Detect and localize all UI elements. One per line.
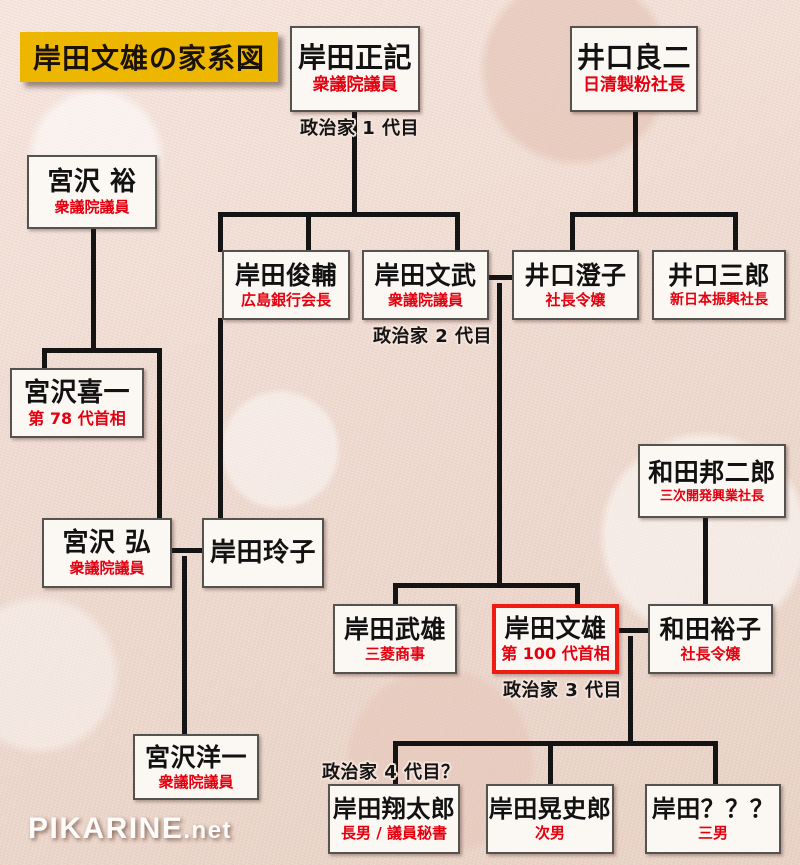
person-subtitle: 新日本振興社長 bbox=[670, 292, 768, 308]
person-kishida-koshiro[interactable]: 岸田晃史郎 次男 bbox=[486, 784, 614, 854]
person-kishida-reiko[interactable]: 岸田玲子 bbox=[202, 518, 324, 588]
person-name: 岸田正記 bbox=[297, 41, 412, 74]
person-iguchi-sumiko[interactable]: 井口澄子 社長令嬢 bbox=[512, 250, 639, 320]
site-watermark: PIKARINE.net bbox=[28, 812, 232, 846]
person-kishida-shotaro[interactable]: 岸田翔太郎 長男 / 議員秘書 bbox=[328, 784, 460, 854]
connector-fumio-children-bus bbox=[393, 741, 718, 746]
connector-to-sumiko bbox=[570, 212, 575, 252]
person-subtitle: 衆議院議員 bbox=[312, 75, 398, 95]
connector-fumio-yuko-marriage bbox=[618, 628, 648, 633]
connector-to-kiichi bbox=[42, 348, 47, 370]
connector-shunsuke-to-reiko bbox=[218, 318, 223, 520]
generation-label-4: 政治家 4 代目？ bbox=[322, 762, 460, 783]
connector-to-koshiro bbox=[548, 741, 553, 785]
person-name: 宮沢喜一 bbox=[23, 377, 130, 408]
connector-to-hiroshi bbox=[157, 348, 162, 520]
person-name: 岸田翔太郎 bbox=[332, 795, 456, 823]
person-name: 岸田武雄 bbox=[343, 614, 446, 644]
connector-ryoji-bus bbox=[570, 212, 738, 217]
person-name: 井口澄子 bbox=[524, 260, 627, 290]
person-name: 岸田玲子 bbox=[209, 538, 316, 568]
person-name: 井口良二 bbox=[576, 41, 691, 74]
generation-label-1: 政治家 1 代目 bbox=[300, 118, 420, 139]
person-kishida-unknown[interactable]: 岸田？？？ 三男 bbox=[645, 784, 781, 854]
person-name: 岸田晃史郎 bbox=[488, 795, 612, 823]
person-name: 和田邦二郎 bbox=[648, 457, 776, 487]
connector-masaki-right-leg bbox=[455, 212, 460, 252]
connector-fumio-couple-drop bbox=[628, 636, 633, 744]
person-iguchi-ryoji[interactable]: 井口良二 日清製粉社長 bbox=[570, 26, 698, 112]
generation-label-2: 政治家 2 代目 bbox=[373, 326, 493, 347]
connector-fumitake-children-bus bbox=[393, 583, 580, 588]
person-kishida-fumitake[interactable]: 岸田文武 衆議院議員 bbox=[362, 250, 489, 320]
person-subtitle: 三男 bbox=[697, 824, 728, 842]
person-name: 井口三郎 bbox=[667, 261, 770, 290]
person-subtitle: 三次開発興業社長 bbox=[659, 488, 764, 504]
connector-masaki-drop bbox=[352, 112, 357, 216]
person-wada-yuko[interactable]: 和田裕子 社長令嬢 bbox=[648, 604, 773, 674]
person-subtitle: 長男 / 議員秘書 bbox=[341, 824, 447, 842]
person-name: 宮沢 裕 bbox=[47, 167, 137, 197]
connector-yutaka-bus bbox=[42, 348, 162, 353]
person-kishida-takeo[interactable]: 岸田武雄 三菱商事 bbox=[333, 604, 457, 674]
connector-to-shunsuke bbox=[218, 212, 223, 252]
connector-to-fumitake bbox=[306, 212, 311, 252]
page-title: 岸田文雄の家系図 bbox=[32, 42, 265, 75]
person-subtitle: 第 100 代首相 bbox=[501, 644, 610, 663]
person-miyazawa-yutaka[interactable]: 宮沢 裕 衆議院議員 bbox=[27, 155, 157, 229]
person-subtitle: 社長令嬢 bbox=[545, 290, 606, 309]
person-subtitle: 次男 bbox=[534, 824, 565, 842]
connector-to-fumio bbox=[575, 583, 580, 605]
person-subtitle: 衆議院議員 bbox=[387, 290, 463, 309]
connector-hiroshi-reiko-marriage bbox=[172, 548, 202, 553]
generation-label-3: 政治家 3 代目 bbox=[503, 680, 623, 701]
person-kishida-fumio[interactable]: 岸田文雄 第 100 代首相 bbox=[492, 604, 619, 674]
person-kishida-masaki[interactable]: 岸田正記 衆議院議員 bbox=[290, 26, 420, 112]
connector-hiroshi-couple-drop bbox=[182, 556, 187, 736]
person-name: 岸田文雄 bbox=[504, 614, 607, 643]
page-title-banner: 岸田文雄の家系図 bbox=[20, 32, 278, 82]
person-miyazawa-hiroshi[interactable]: 宮沢 弘 衆議院議員 bbox=[42, 518, 172, 588]
person-subtitle: 日清製粉社長 bbox=[583, 75, 685, 95]
person-name: 岸田文武 bbox=[374, 260, 477, 290]
connector-to-saburo bbox=[733, 212, 738, 252]
person-name: 岸田？？？ bbox=[651, 795, 775, 823]
connector-ryoji-drop bbox=[633, 112, 638, 216]
watermark-suffix: .net bbox=[183, 817, 233, 844]
watermark-main: PIKARINE bbox=[28, 812, 184, 845]
person-miyazawa-kiichi[interactable]: 宮沢喜一 第 78 代首相 bbox=[10, 368, 144, 438]
person-name: 宮沢 弘 bbox=[62, 528, 152, 558]
person-subtitle: 衆議院議員 bbox=[54, 198, 130, 216]
person-subtitle: 第 78 代首相 bbox=[28, 408, 126, 428]
person-subtitle: 社長令嬢 bbox=[680, 644, 741, 663]
person-subtitle: 広島銀行会長 bbox=[240, 290, 331, 309]
person-kishida-shunsuke[interactable]: 岸田俊輔 広島銀行会長 bbox=[222, 250, 350, 320]
person-subtitle: 衆議院議員 bbox=[69, 559, 145, 577]
person-iguchi-saburo[interactable]: 井口三郎 新日本振興社長 bbox=[652, 250, 786, 320]
person-miyazawa-yoichi[interactable]: 宮沢洋一 衆議院議員 bbox=[133, 734, 259, 800]
person-subtitle: 衆議院議員 bbox=[158, 772, 234, 791]
person-name: 岸田俊輔 bbox=[234, 260, 337, 290]
connector-to-shotaro bbox=[393, 741, 398, 785]
person-name: 宮沢洋一 bbox=[144, 742, 247, 772]
connector-yutaka-drop bbox=[91, 228, 96, 352]
person-subtitle: 三菱商事 bbox=[364, 644, 425, 663]
connector-masaki-bus bbox=[218, 212, 460, 217]
person-wada-kunijiro[interactable]: 和田邦二郎 三次開発興業社長 bbox=[638, 444, 786, 518]
connector-to-unknown bbox=[713, 741, 718, 785]
connector-kunijiro-to-yuko bbox=[703, 518, 708, 606]
person-name: 和田裕子 bbox=[659, 614, 762, 644]
connector-fumitake-sumiko-marriage bbox=[487, 275, 513, 280]
connector-to-takeo bbox=[393, 583, 398, 605]
connector-fumitake-couple-drop bbox=[497, 283, 502, 586]
